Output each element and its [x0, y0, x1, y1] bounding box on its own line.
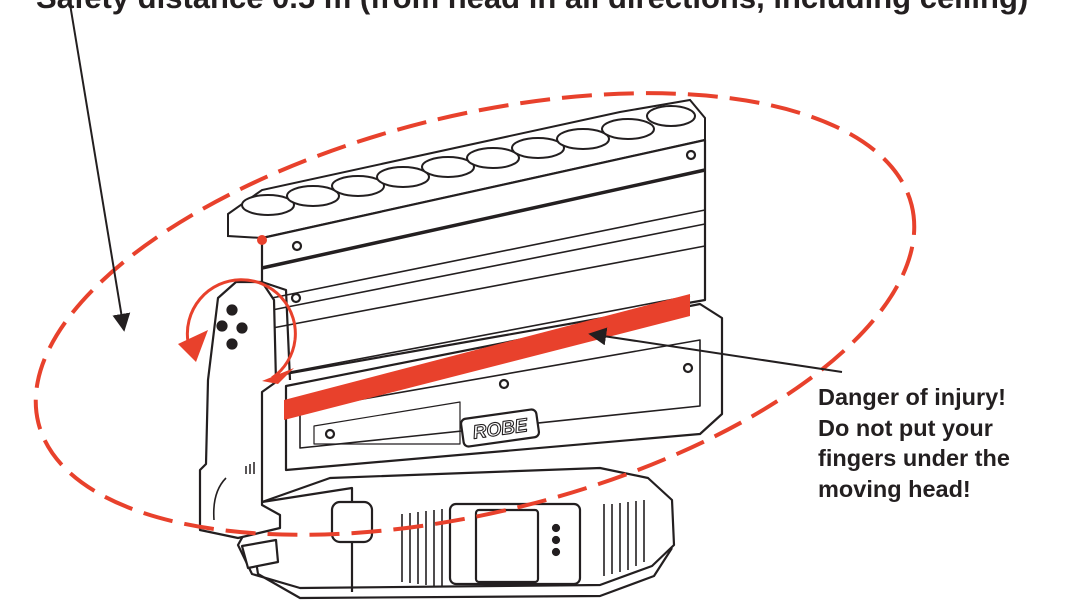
arrow-icon	[69, 3, 131, 332]
warning-line: fingers under the	[818, 445, 1010, 471]
moving-head-body: ROBE	[260, 138, 724, 472]
safety-distance-zone	[33, 91, 917, 537]
top-caption: Safety distance 0.5 m (from head in all …	[36, 0, 1036, 18]
yoke-arm	[198, 280, 292, 540]
danger-zone-strip	[284, 294, 690, 420]
fixture-base	[236, 408, 676, 600]
warning-line: moving head!	[818, 475, 971, 502]
warning-line: Danger of injury!	[818, 384, 1007, 410]
warning-line: Do not put your	[818, 414, 993, 441]
injury-warning: Danger of injury! Do not put your finger…	[818, 382, 1078, 504]
arrow-icon	[588, 327, 843, 373]
lens-row	[227, 98, 706, 240]
circular-arrow-icon	[178, 235, 297, 384]
